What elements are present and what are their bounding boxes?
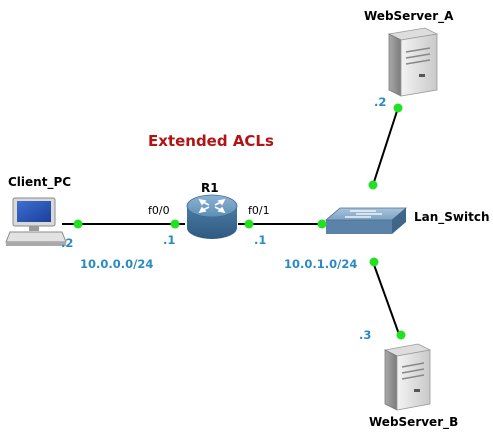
label-client-pc: Client_PC [8,175,71,190]
label-webserver-b: WebServer_B [369,415,458,430]
port-dot-r1-f0-1 [244,219,254,229]
desktop-pc-icon[interactable] [5,197,67,246]
port-dots [73,103,406,340]
switch-icon[interactable] [324,207,408,234]
label-r1-f0-0: f0/0 [148,204,170,217]
label-r1-f0-1: f0/1 [248,204,270,217]
server-icon-webserver-b[interactable] [383,343,432,411]
port-dot-r1-f0-0 [170,219,180,229]
label-webserver-a: WebServer_A [364,9,454,24]
port-dot-switch-left [317,219,327,229]
link-switch-webserver-a [372,107,399,186]
server-icon-webserver-a[interactable] [387,27,439,97]
label-network-left: 10.0.0.0/24 [80,257,153,271]
label-network-right: 10.0.1.0/24 [284,257,357,271]
label-r1-f0-1-octet: .1 [254,233,266,247]
port-dot-webserver-b [396,330,406,340]
diagram-title: Extended ACLs [148,132,274,150]
port-dot-switch-top [368,180,378,190]
label-r1-f0-0-octet: .1 [163,233,175,247]
label-r1: R1 [201,181,219,195]
router-icon[interactable] [186,194,238,239]
port-dot-client [73,219,83,229]
label-lan-switch: Lan_Switch [414,210,490,225]
link-switch-webserver-b [372,261,401,338]
label-webserver-b-octet: .3 [359,328,371,342]
label-client-octet: .2 [61,236,73,250]
port-dot-webserver-a [393,103,403,113]
port-dot-switch-bottom [369,257,379,267]
label-webserver-a-octet: .2 [374,95,386,109]
